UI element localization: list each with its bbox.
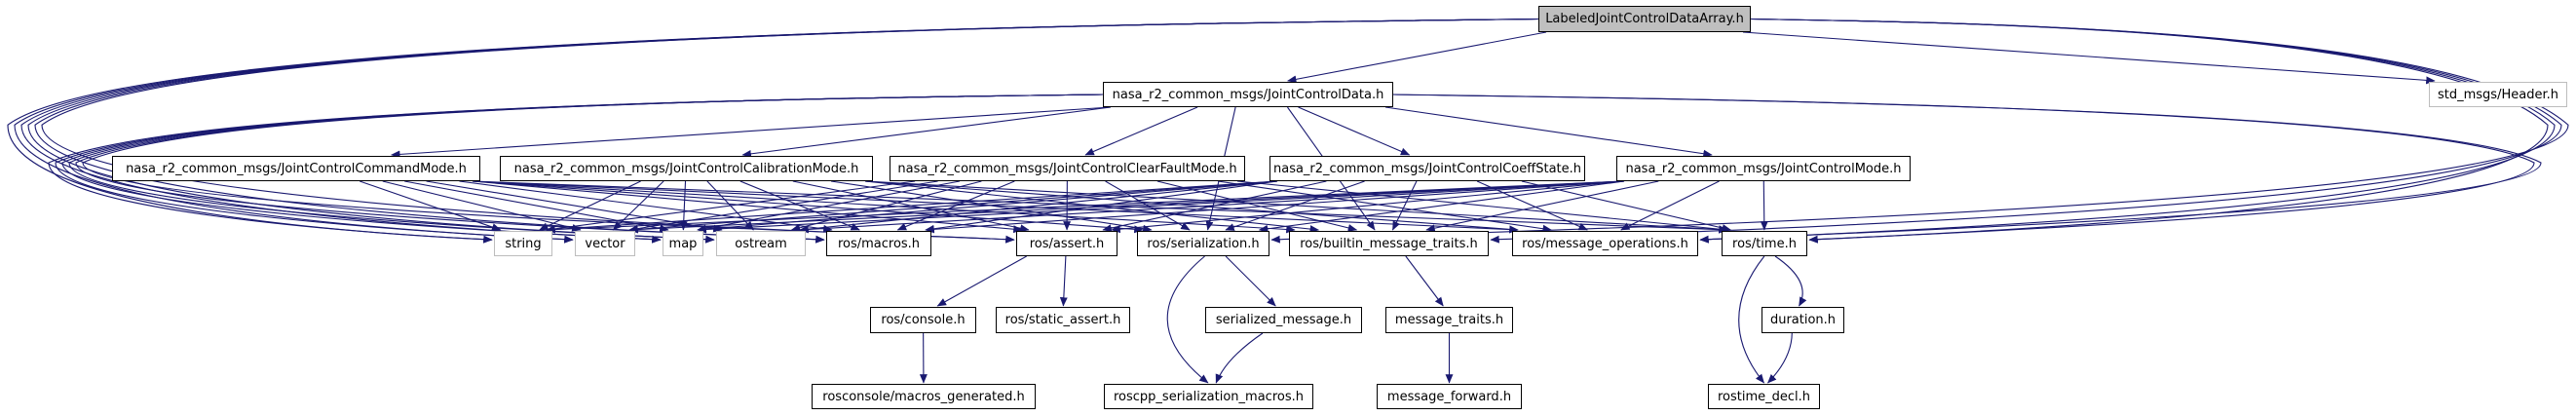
graph-node-rsm[interactable]: roscpp_serialization_macros.h [1104,384,1313,409]
edge-root-msgops [1699,18,2556,244]
edge-cal-map [679,180,688,231]
edge-jcd-coef [1298,106,1411,156]
edge-jcd-time [1392,94,2535,244]
edge-duration-rdecl [1767,332,1793,384]
edge-assert-sassert [1059,255,1068,307]
graph-node-jcd[interactable]: nasa_r2_common_msgs/JointControlData.h [1103,82,1393,107]
edge-coef-builtin [1391,180,1418,231]
edge-cmd-builtin [472,180,1296,234]
edge-root-serial [1270,18,2569,244]
graph-node-map: map [663,231,703,256]
edge-coef-time [1521,180,1732,232]
graph-node-vector: vector [575,231,635,256]
graph-node-macros[interactable]: ros/macros.h [826,231,931,256]
graph-node-cal[interactable]: nasa_r2_common_msgs/JointControlCalibrat… [500,156,873,181]
edge-mode-time [1760,180,1768,231]
graph-node-mtraits[interactable]: message_traits.h [1385,307,1513,333]
edge-jcd-clr [1084,106,1198,156]
edge-mode-string [546,180,1625,234]
edge-clr-string [546,180,916,233]
edge-coef-macros [925,180,1278,233]
edge-time-duration [1774,255,1807,307]
graph-node-string: string [494,231,552,256]
graph-node-ostream: ostream [716,231,806,256]
graph-node-serial[interactable]: ros/serialization.h [1137,231,1269,256]
edge-time-rdecl [1738,255,1765,384]
edge-cal-vector [612,180,664,231]
edge-cal-msgops [864,180,1519,234]
graph-node-rcmg[interactable]: rosconsole/macros_generated.h [812,384,1036,409]
edge-clr-ostream [790,180,982,232]
edge-mode-vector [628,180,1625,234]
edge-root-header [1742,31,2436,85]
edge-mode-map [697,180,1625,234]
graph-node-msgops[interactable]: ros/message_operations.h [1512,231,1698,256]
graph-node-header: std_msgs/Header.h [2429,82,2567,107]
graph-node-time[interactable]: ros/time.h [1722,231,1807,256]
edge-clr-msgops [1217,180,1552,233]
graph-node-clr[interactable]: nasa_r2_common_msgs/JointControlClearFau… [890,156,1245,181]
edge-coef-string [546,180,1278,234]
graph-node-assert[interactable]: ros/assert.h [1016,231,1118,256]
edge-mode-assert [1111,180,1625,234]
edge-coef-serial [1225,180,1365,231]
edge-mode-serial [1258,180,1625,233]
edge-jcd-cmd [391,106,1112,159]
edge-assert-console [936,255,1027,307]
graph-node-smsg[interactable]: serialized_message.h [1205,307,1362,333]
graph-node-cmd[interactable]: nasa_r2_common_msgs/JointControlCommandM… [112,156,480,181]
edge-cmd-map [404,180,669,233]
edge-root-jcd [1287,31,1547,84]
graph-node-coef[interactable]: nasa_r2_common_msgs/JointControlCoeffSta… [1269,156,1585,181]
edge-clr-time [1236,180,1728,234]
graph-node-rdecl[interactable]: rostime_decl.h [1708,384,1820,409]
edge-serial-rsm [1166,255,1209,384]
edge-clr-vector [628,180,938,233]
edge-mode-ostream [799,180,1625,234]
edge-cmd-string [360,180,502,231]
edge-cmd-macros [459,180,833,233]
edge-mode-macros [925,180,1625,234]
edge-cal-macros [739,180,860,231]
graph-node-mfwd[interactable]: message_forward.h [1377,384,1522,409]
graph-node-console[interactable]: ros/console.h [870,307,976,333]
edge-mode-builtin [1425,180,1659,233]
edge-jcd-mode [1384,106,1713,158]
edge-coef-ostream [799,180,1278,234]
edge-jcd-cal [741,106,1112,158]
graph-node-sassert[interactable]: ros/static_assert.h [996,307,1130,333]
edge-cmd-msgops [472,180,1519,234]
edge-cmd-serial [472,180,1144,234]
edge-smsg-rsm [1215,332,1264,384]
edge-cal-string [539,180,641,231]
edge-root-time [1750,18,2549,244]
graph-node-root: LabeledJointControlDataArray.h [1538,6,1751,32]
edge-mode-msgops [1620,180,1720,231]
graph-node-duration[interactable]: duration.h [1762,307,1844,333]
graph-node-mode[interactable]: nasa_r2_common_msgs/JointControlMode.h [1616,156,1911,181]
edge-cmd-vector [382,180,582,232]
graph-node-builtin[interactable]: ros/builtin_message_traits.h [1289,231,1489,256]
edge-clr-serial [1105,180,1191,231]
edge-serial-smsg [1225,255,1276,307]
edge-builtin-mtraits [1405,255,1444,307]
